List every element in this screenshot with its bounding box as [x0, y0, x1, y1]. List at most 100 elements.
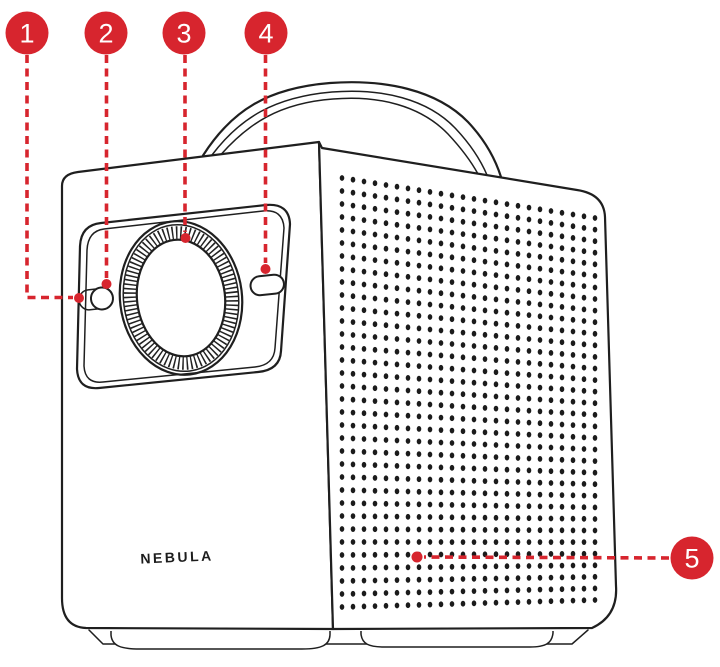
grille-dot: [460, 379, 466, 385]
grille-dot: [427, 526, 433, 533]
grille-dot: [493, 599, 499, 606]
grille-dot: [460, 342, 466, 348]
grille-dot: [537, 242, 543, 248]
callout-1-line: [25, 55, 73, 300]
grille-dot: [570, 586, 576, 592]
grille-dot: [570, 235, 576, 241]
grille-dot: [482, 222, 488, 228]
grille-dot: [460, 391, 466, 398]
grille-dot: [383, 220, 389, 227]
grille-dot: [427, 364, 433, 370]
grille-dot: [482, 600, 488, 606]
grille-dot: [383, 322, 389, 329]
grille-dot: [504, 575, 510, 582]
grille-dot: [570, 340, 576, 347]
grille-dot: [515, 431, 521, 437]
grille-dot: [405, 577, 411, 583]
grille-dot: [394, 539, 400, 545]
grille-dot: [460, 477, 466, 484]
grille-dot: [504, 515, 510, 521]
grille-dot: [449, 192, 455, 199]
grille-dot: [460, 563, 466, 570]
grille-dot: [482, 209, 488, 216]
grille-dot: [438, 315, 444, 321]
grille-dot: [460, 317, 466, 324]
focus-ring-knurling: [123, 226, 239, 370]
grille-dot: [570, 375, 576, 382]
grille-dot: [405, 324, 411, 331]
grille-dot: [592, 458, 598, 464]
grille-dot: [405, 375, 411, 381]
grille-dot: [460, 255, 466, 262]
grille-dot: [350, 189, 356, 196]
left-sensor: [78, 286, 114, 311]
grille-dot: [438, 601, 444, 608]
grille-dot: [361, 320, 367, 326]
grille-dot: [537, 515, 543, 522]
grille-dot: [394, 221, 400, 228]
grille-dot: [537, 420, 543, 427]
grille-dot: [570, 223, 576, 230]
grille-dot: [383, 564, 389, 571]
grille-dot: [394, 209, 400, 216]
callout-5-endpoint: [411, 551, 423, 563]
grille-dot: [504, 490, 510, 497]
grille-dot: [537, 551, 543, 557]
grille-dot: [570, 480, 576, 487]
grille-dot: [372, 334, 378, 340]
grille-dot: [471, 575, 477, 582]
grille-dot: [570, 539, 576, 545]
grille-dot: [570, 258, 576, 265]
grille-dot: [482, 307, 488, 314]
grille-dot: [526, 431, 532, 438]
grille-dot: [405, 349, 411, 356]
grille-dot: [581, 225, 587, 231]
grille-dot: [372, 346, 378, 353]
grille-dot: [515, 491, 521, 497]
callout-1-number: 1: [19, 19, 34, 49]
grille-dot: [350, 448, 356, 455]
grille-dot: [361, 539, 367, 545]
grille-dot: [460, 231, 466, 238]
grille-dot: [427, 339, 433, 345]
callout-3-number: 3: [176, 19, 191, 49]
grille-dot: [471, 502, 477, 509]
grille-dot: [449, 254, 455, 261]
grille-dot: [559, 351, 565, 357]
grille-dot: [427, 326, 433, 333]
grille-dot: [361, 217, 367, 224]
grille-dot: [515, 299, 521, 305]
grille-dot: [493, 235, 499, 242]
grille-dot: [515, 359, 521, 365]
grille-dot: [361, 333, 367, 339]
grille-dot: [427, 489, 433, 495]
grille-dot: [537, 503, 543, 510]
grille-dot: [449, 303, 455, 310]
grille-dot: [372, 411, 378, 417]
grille-dot: [471, 404, 477, 411]
grille-dot: [372, 205, 378, 212]
grille-dot: [350, 552, 356, 558]
foot-front: [110, 631, 331, 650]
grille-dot: [504, 430, 510, 437]
grille-dot: [504, 406, 510, 413]
grille-dot: [427, 514, 433, 520]
grille-dot: [570, 387, 576, 393]
grille-dot: [361, 346, 367, 352]
grille-dot: [515, 311, 521, 317]
callout-2-marker: [84, 11, 128, 55]
grille-dot: [361, 178, 367, 185]
grille-dot: [559, 515, 565, 522]
grille-dot: [559, 398, 565, 404]
grille-dot: [559, 280, 565, 287]
grille-dot: [471, 477, 477, 484]
grille-dot: [581, 492, 587, 499]
grille-dot: [592, 388, 598, 395]
grille-dot: [515, 467, 521, 473]
grille-dot: [416, 300, 422, 307]
grille-dot: [394, 323, 400, 330]
grille-dot: [548, 562, 554, 569]
grille-dot: [416, 539, 422, 545]
grille-dot: [361, 358, 367, 365]
grille-dot: [460, 366, 466, 373]
